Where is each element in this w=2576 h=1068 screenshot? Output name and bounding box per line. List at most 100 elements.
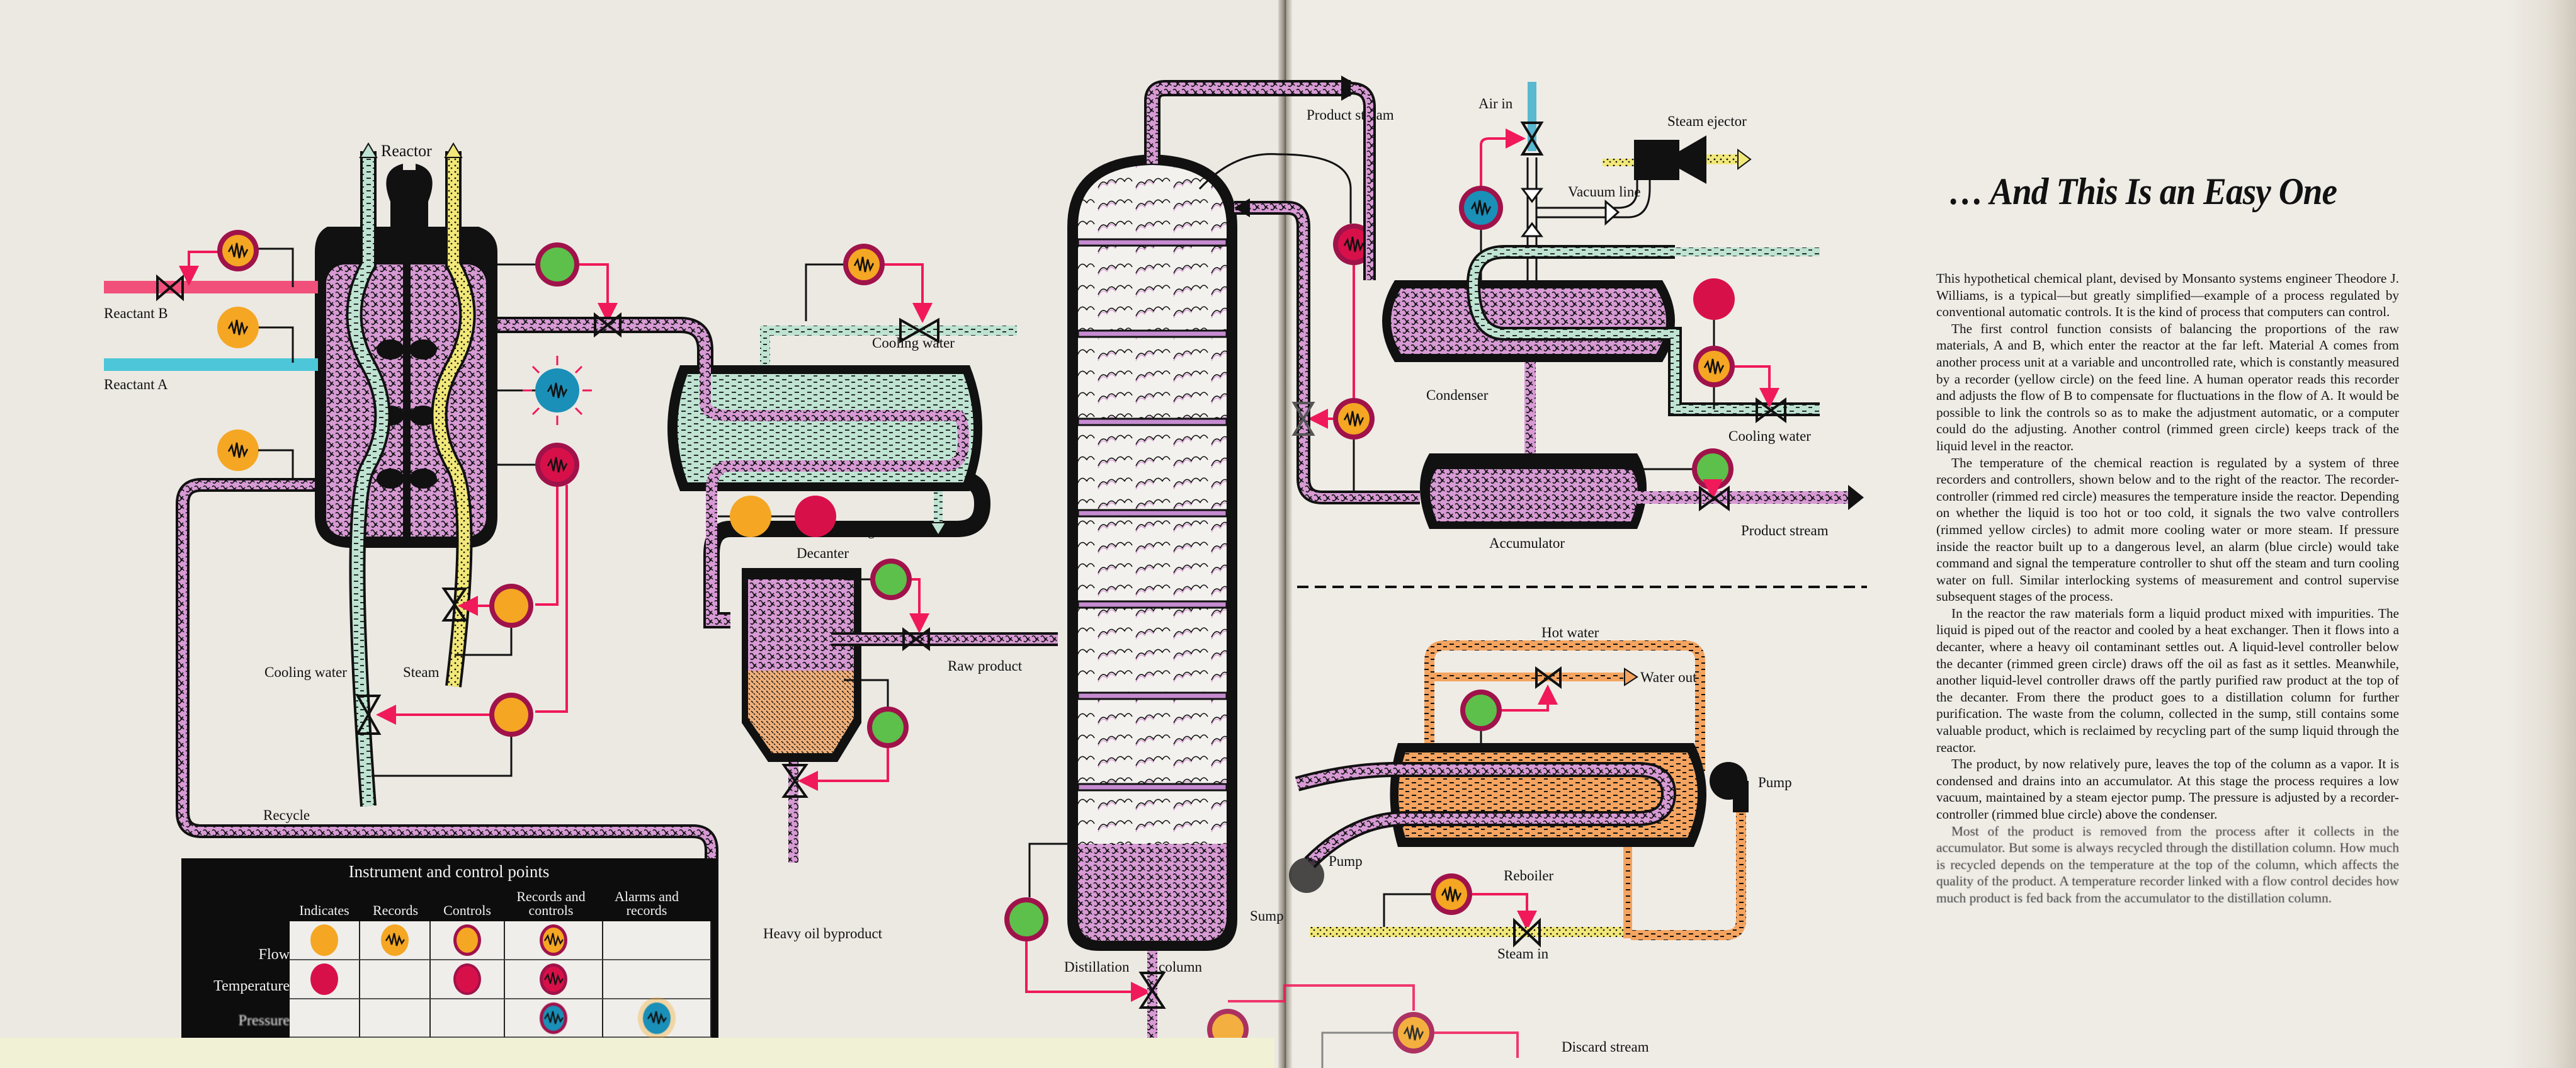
- page-edge-shadow: [2507, 0, 2576, 1068]
- pressure-alarm-recorder-icon: [643, 1002, 671, 1034]
- steam-valve-controller: [441, 584, 533, 656]
- article-paragraph: In the reactor the raw materials form a …: [1936, 605, 2399, 755]
- reactor-label: Reactor: [381, 142, 432, 160]
- accumulator: [1420, 453, 1647, 529]
- steam-line: [1310, 927, 1625, 937]
- steam-reactor-label: Steam: [403, 664, 440, 680]
- reactor: [315, 142, 497, 807]
- legend-cell: [603, 999, 712, 1038]
- steam-in-label: Steam in: [1497, 946, 1549, 962]
- cooling-water-valve-controller: [355, 693, 533, 777]
- decanter: [742, 568, 861, 762]
- discard-stream-label: Discard stream: [1562, 1039, 1649, 1055]
- accumulator-label: Accumulator: [1489, 535, 1565, 551]
- sump-label: Sump: [1250, 908, 1284, 924]
- flow-indicator-icon: [310, 924, 338, 956]
- hot-water-label: Hot water: [1541, 625, 1599, 640]
- article: … And This Is an Easy One This hypotheti…: [1936, 170, 2399, 907]
- steam-ejector: [1603, 135, 1752, 184]
- legend-col-records-controls: Records and controls: [516, 889, 586, 918]
- sump-level-controller: [1004, 843, 1151, 1002]
- legend-row-temperature: Temperature: [213, 978, 290, 994]
- steam-ejector-label: Steam ejector: [1667, 113, 1747, 129]
- reboiler-label: Reboiler: [1504, 868, 1554, 883]
- air-valve-icon[interactable]: [1520, 122, 1544, 156]
- flow-controller-icon: [453, 924, 481, 956]
- legend-cell: [603, 960, 712, 999]
- cooling-water-exchanger-label: Cooling water: [872, 335, 955, 351]
- legend-title: Instrument and control points: [348, 862, 550, 881]
- legend-cell: [505, 960, 603, 999]
- legend-cell: [360, 999, 431, 1038]
- legend-col-indicates: Indicates: [299, 902, 349, 918]
- reboiler: [1295, 743, 1706, 868]
- legend-col-alarms-records: Alarms and records: [614, 889, 679, 918]
- raw-product-label: Raw product: [948, 658, 1023, 674]
- decanter-label: Decanter: [797, 545, 849, 561]
- page-gutter: [1278, 0, 1292, 1068]
- reactant-a-label: Reactant A: [104, 377, 168, 392]
- pump-icon[interactable]: [1710, 762, 1749, 812]
- product-stream-top-label: Product stream: [1307, 107, 1394, 123]
- accumulator-level-controller: [1625, 448, 1733, 511]
- temperature-controller-icon: [453, 963, 481, 995]
- legend-cell: [290, 921, 360, 960]
- legend-col-controls: Controls: [443, 902, 491, 918]
- steam-valve-icon[interactable]: [1513, 917, 1541, 948]
- water-out-valve-icon[interactable]: [1535, 666, 1562, 689]
- distillation-label-a: Distillation: [1064, 959, 1130, 975]
- legend-grid: [290, 921, 712, 1038]
- legend-cell: [431, 999, 505, 1038]
- legend-cell: [360, 921, 431, 960]
- reactant-b-line: [104, 281, 318, 293]
- legend-cell: [505, 999, 603, 1038]
- temperature-indicator-icon: [310, 963, 338, 995]
- temperature-recorder-controller: [497, 443, 579, 713]
- distillation-column: [1067, 154, 1237, 951]
- pump-sump-icon[interactable]: [1289, 858, 1324, 893]
- article-paragraph: Most of the product is removed from the …: [1936, 823, 2399, 906]
- legend-row-flow: Flow: [258, 946, 290, 963]
- steam-flow-controller: [1383, 873, 1537, 932]
- legend-cell: [360, 960, 431, 999]
- reactant-a-line: [104, 358, 318, 371]
- legend-cell: [603, 921, 712, 960]
- legend-cell: [290, 960, 360, 999]
- flow-recorder-icon: [381, 924, 409, 956]
- flow-recorder-a: [217, 307, 294, 363]
- legend-cell: [290, 999, 360, 1038]
- instrument-legend-table: Instrument and control points Indicates …: [181, 858, 717, 1038]
- pressure-alarm: [497, 356, 592, 425]
- article-paragraph: The temperature of the chemical reaction…: [1936, 455, 2399, 605]
- reboiler-level-controller: [1460, 685, 1558, 753]
- pump-reboiler-label: Pump: [1758, 775, 1792, 790]
- recycle-label: Recycle: [263, 807, 310, 823]
- legend-cell: [431, 960, 505, 999]
- heavy-oil-byproduct-label: Heavy oil byproduct: [763, 926, 883, 941]
- chemical-process-diagram: Reactor Reactant B Reactant A: [104, 76, 1867, 1068]
- right-page: [1285, 0, 2576, 1068]
- vacuum-line-label: Vacuum line: [1568, 184, 1641, 200]
- water-out-label: Water out: [1640, 669, 1697, 685]
- scan-margin: [0, 1038, 1274, 1068]
- pump-sump-label: Pump: [1329, 853, 1363, 869]
- legend-cell: [505, 921, 603, 960]
- flow-recorder-controller-b: [179, 230, 294, 287]
- flow-recorder: [217, 429, 315, 486]
- article-paragraph: The product, by now relatively pure, lea…: [1936, 756, 2399, 822]
- oil-level-controller: [781, 679, 909, 798]
- legend-col-records: Records: [372, 902, 419, 918]
- flow-recorder-controller-icon: [540, 924, 567, 956]
- raw-product-level-controller: [844, 559, 930, 651]
- article-paragraph: This hypothetical chemical plant, devise…: [1936, 271, 2399, 320]
- valve-icon[interactable]: [594, 312, 621, 338]
- reactant-b-label: Reactant B: [104, 305, 168, 321]
- level-controller-reactor: [497, 242, 618, 323]
- reaction-cooler-exchanger: [667, 365, 982, 491]
- temperature-recorder-controller-icon: [540, 963, 567, 995]
- column-top-temp-controller: [1198, 153, 1375, 497]
- cooling-water-reactor-label: Cooling water: [264, 664, 347, 680]
- condenser-label: Condenser: [1426, 387, 1489, 403]
- cooling-water-condenser-controller: [1693, 278, 1786, 423]
- article-headline: … And This Is an Easy One: [1949, 171, 2337, 212]
